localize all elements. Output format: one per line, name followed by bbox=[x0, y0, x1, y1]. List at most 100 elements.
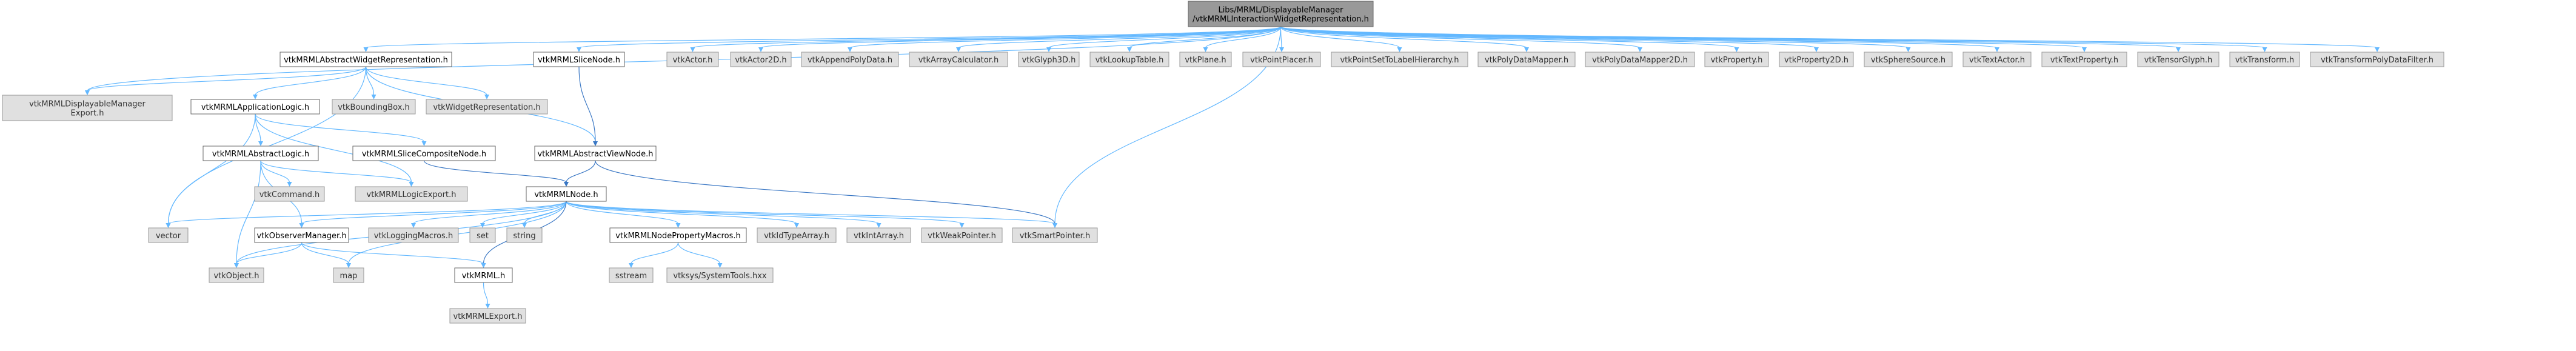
edge-node_property_macros-to-sstream bbox=[631, 242, 679, 264]
node-label: vtkMRMLDisplayableManager bbox=[29, 100, 146, 109]
node-slice-node[interactable]: vtkMRMLSliceNode.h bbox=[533, 52, 625, 67]
node-vtkWidgetRepresentation: vtkWidgetRepresentation.h bbox=[426, 99, 548, 115]
edge-mrml_node-to-vtkIdTypeArray bbox=[566, 201, 797, 224]
node-box bbox=[533, 52, 625, 67]
node-label: vtkWidgetRepresentation.h bbox=[433, 103, 540, 112]
node-box bbox=[921, 227, 1003, 243]
node-abstract-logic[interactable]: vtkMRMLAbstractLogic.h bbox=[202, 145, 319, 161]
node-box bbox=[1179, 52, 1232, 67]
node-label: vtkPointSetToLabelHierarchy.h bbox=[1340, 56, 1459, 65]
node-label: vtkPlane.h bbox=[1185, 56, 1226, 65]
edge-app_logic-to-slice_composite bbox=[255, 113, 425, 142]
node-label: vtkAppendPolyData.h bbox=[808, 56, 892, 65]
node-label: vtkWeakPointer.h bbox=[928, 232, 996, 241]
node-root[interactable]: Libs/MRML/DisplayableManager/vtkMRMLInte… bbox=[1188, 1, 1374, 27]
node-label: vtkObject.h bbox=[213, 272, 259, 281]
node-mrml-h[interactable]: vtkMRML.h bbox=[454, 267, 513, 283]
node-label: vtkIntArray.h bbox=[854, 232, 904, 241]
node-vector: vector bbox=[148, 227, 189, 243]
node-box bbox=[846, 227, 911, 243]
arrowhead-mrml_node-to-node_property_macros bbox=[675, 223, 681, 228]
node-slice-composite[interactable]: vtkMRMLSliceCompositeNode.h bbox=[352, 145, 496, 161]
node-box bbox=[2, 95, 173, 121]
node-vtkPolyDataMapper: vtkPolyDataMapper.h bbox=[1477, 52, 1576, 67]
arrowhead-root-to-vtkTransform bbox=[2262, 47, 2267, 52]
node-vtkGlyph3D: vtkGlyph3D.h bbox=[1018, 52, 1080, 67]
arrowhead-root-to-vtkPolyDataMapper2D bbox=[1638, 47, 1642, 52]
node-vtkAppendPolyData: vtkAppendPolyData.h bbox=[801, 52, 899, 67]
arrowhead-observer_manager-to-vtkObject bbox=[234, 263, 239, 268]
node-box bbox=[2310, 52, 2444, 67]
node-box bbox=[209, 267, 264, 283]
node-box bbox=[666, 267, 774, 283]
node-sstream: sstream bbox=[609, 267, 654, 283]
node-abstract-widget-rep[interactable]: vtkMRMLAbstractWidgetRepresentation.h bbox=[279, 52, 452, 67]
node-logic-export: vtkMRMLLogicExport.h bbox=[355, 186, 468, 202]
arrowhead-slice_node-to-abstract_view bbox=[593, 141, 598, 146]
node-box bbox=[2137, 52, 2220, 67]
edge-observer_manager-to-vtkObject bbox=[236, 242, 303, 264]
graph-edges bbox=[85, 26, 2380, 309]
arrowhead-observer_manager-to-mrml_h bbox=[481, 263, 486, 268]
edge-mrml_node-to-set bbox=[482, 201, 567, 224]
node-label: vector bbox=[156, 232, 181, 241]
arrowhead-mrml_node-to-vector bbox=[166, 223, 171, 228]
graph-nodes: Libs/MRML/DisplayableManager/vtkMRMLInte… bbox=[2, 1, 2444, 324]
node-vtkPlane: vtkPlane.h bbox=[1179, 52, 1232, 67]
edge-root-to-vtkPointSetToLabelHierarchy bbox=[1280, 26, 1400, 48]
arrowhead-root-to-slice_node bbox=[577, 47, 581, 52]
node-box bbox=[609, 227, 747, 243]
node-vtkActor2D: vtkActor2D.h bbox=[730, 52, 792, 67]
arrowhead-root-to-vtkPointSetToLabelHierarchy bbox=[1397, 47, 1402, 52]
node-label: vtkMRMLLogicExport.h bbox=[367, 190, 457, 199]
node-vtkLoggingMacros: vtkLoggingMacros.h bbox=[368, 227, 459, 243]
node-label: vtkActor2D.h bbox=[735, 56, 786, 65]
arrowhead-mrml_node-to-vtkIdTypeArray bbox=[794, 223, 799, 228]
node-label: vtkMRML.h bbox=[462, 272, 505, 281]
node-label: vtkTransform.h bbox=[2235, 56, 2294, 65]
node-label: vtkMRMLAbstractWidgetRepresentation.h bbox=[284, 56, 448, 65]
node-label: vtkTextProperty.h bbox=[2050, 56, 2118, 65]
arrowhead-mrml_node-to-observer_manager bbox=[299, 223, 304, 228]
edge-mrml_node-to-vtkWeakPointer bbox=[566, 201, 963, 224]
arrowhead-root-to-vtkArrayCalculator bbox=[956, 47, 961, 52]
edge-abstract_logic-to-vtkCommand bbox=[260, 160, 290, 183]
edge-abstract_widget_rep-to-app_logic bbox=[255, 66, 367, 96]
node-label: vtkPointPlacer.h bbox=[1250, 56, 1313, 65]
node-vtkCommand: vtkCommand.h bbox=[254, 186, 325, 202]
node-vtkPointSetToLabelHierarchy: vtkPointSetToLabelHierarchy.h bbox=[1331, 52, 1468, 67]
node-observer-manager[interactable]: vtkObserverManager.h bbox=[254, 227, 349, 243]
edge-abstract_view-to-mrml_node bbox=[566, 160, 596, 183]
node-abstract-view[interactable]: vtkMRMLAbstractViewNode.h bbox=[534, 145, 657, 161]
node-node-property-macros[interactable]: vtkMRMLNodePropertyMacros.h bbox=[609, 227, 747, 243]
arrowhead-abstract_logic-to-vtkCommand bbox=[287, 182, 292, 187]
node-box bbox=[1585, 52, 1695, 67]
node-box bbox=[190, 99, 320, 115]
node-systemtools: vtksys/SystemTools.hxx bbox=[666, 267, 774, 283]
edge-abstract_view-to-vtkSmartPointer bbox=[595, 160, 1055, 224]
edge-root-to-vtkGlyph3D bbox=[1048, 26, 1282, 48]
node-label: vtkTransformPolyDataFilter.h bbox=[2321, 56, 2434, 65]
node-label: set bbox=[477, 232, 489, 241]
node-mrml-node[interactable]: vtkMRMLNode.h bbox=[526, 186, 607, 202]
arrowhead-root-to-vtkProperty2D bbox=[1814, 47, 1819, 52]
node-box bbox=[333, 267, 364, 283]
node-app-logic[interactable]: vtkMRMLApplicationLogic.h bbox=[190, 99, 320, 115]
node-vtkProperty2D: vtkProperty2D.h bbox=[1779, 52, 1854, 67]
arrowhead-root-to-vtkActor2D bbox=[758, 47, 763, 52]
edge-app_logic-to-logic_export bbox=[255, 113, 412, 183]
arrowhead-mrml_node-to-string bbox=[522, 223, 527, 228]
node-vtkProperty: vtkProperty.h bbox=[1704, 52, 1769, 67]
edge-mrml_node-to-vtkSmartPointer bbox=[566, 201, 1055, 224]
node-box bbox=[454, 267, 513, 283]
node-box bbox=[1864, 52, 1953, 67]
node-vtkTensorGlyph: vtkTensorGlyph.h bbox=[2137, 52, 2220, 67]
node-box bbox=[279, 52, 452, 67]
node-vtkTransformPolyDataFilter: vtkTransformPolyDataFilter.h bbox=[2310, 52, 2444, 67]
node-box bbox=[368, 227, 459, 243]
node-box bbox=[526, 186, 607, 202]
node-box bbox=[1779, 52, 1854, 67]
node-box bbox=[2229, 52, 2300, 67]
node-label: vtkMRMLNodePropertyMacros.h bbox=[615, 232, 740, 241]
arrowhead-mrml_h-to-mrml_export bbox=[485, 304, 490, 309]
